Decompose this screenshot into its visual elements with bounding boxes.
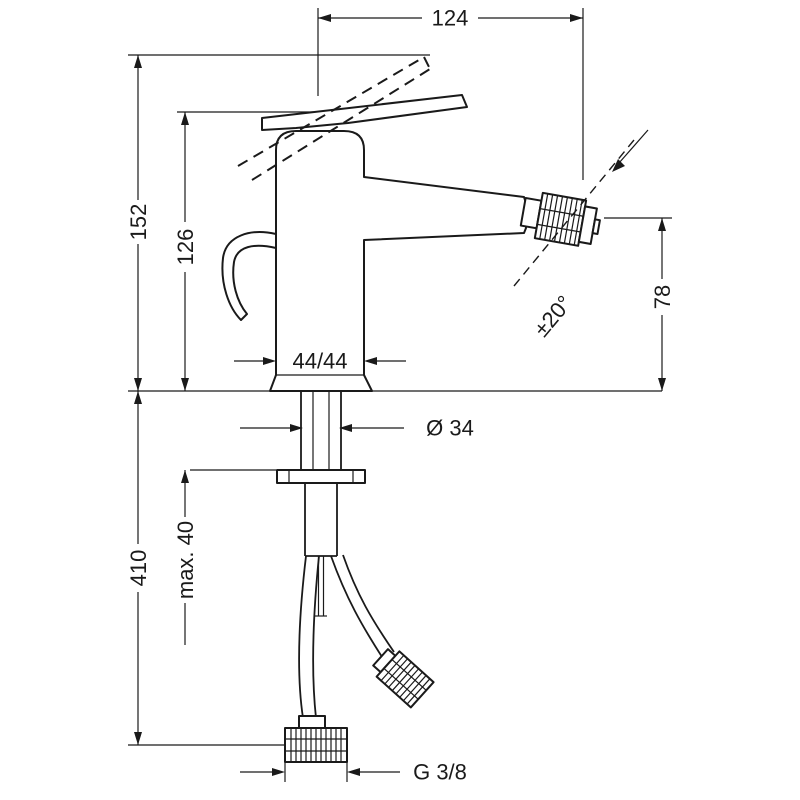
mounting-washer-nut [276, 469, 366, 484]
hose-nut-g38-bottom [284, 727, 348, 763]
base-halves-label: 44/44 [292, 349, 347, 374]
top-width-label: 124 [432, 6, 469, 31]
popup-rod-hook [221, 231, 277, 321]
dimension-body-height: 126 [170, 111, 314, 391]
supply-hose-left [298, 555, 326, 729]
dimension-max-mount-thickness: max. 40 [170, 469, 276, 645]
dimension-hole-diameter: Ø 34 [240, 413, 477, 444]
dimension-total-height: 152 [123, 54, 430, 391]
dimension-thread-size: G 3/8 [240, 756, 470, 788]
hose-nut-right-angled [372, 648, 435, 709]
supply-hose-right [330, 554, 395, 661]
dimension-base-halves: 44/44 [234, 346, 406, 377]
thread-size-label: G 3/8 [413, 760, 467, 785]
total-height-label: 152 [126, 204, 151, 241]
dimension-spout-height: 78 [604, 217, 678, 391]
swivel-angle-label: ±20° [529, 291, 577, 342]
hole-diameter-label: Ø 34 [426, 416, 474, 441]
spout-height-label: 78 [650, 285, 675, 309]
faucet-handle-lever [261, 94, 468, 131]
below-counter-depth-label: 410 [126, 550, 151, 587]
max-mount-thickness-label: max. 40 [173, 521, 198, 599]
dimension-below-counter-depth: 410 [123, 391, 286, 746]
faucet-handle-raised-dashed [237, 56, 431, 181]
faucet-aerator [519, 191, 601, 247]
faucet-mounting-shank [300, 391, 342, 557]
body-height-label: 126 [173, 229, 198, 266]
dimension-top-width: 124 [317, 3, 584, 180]
